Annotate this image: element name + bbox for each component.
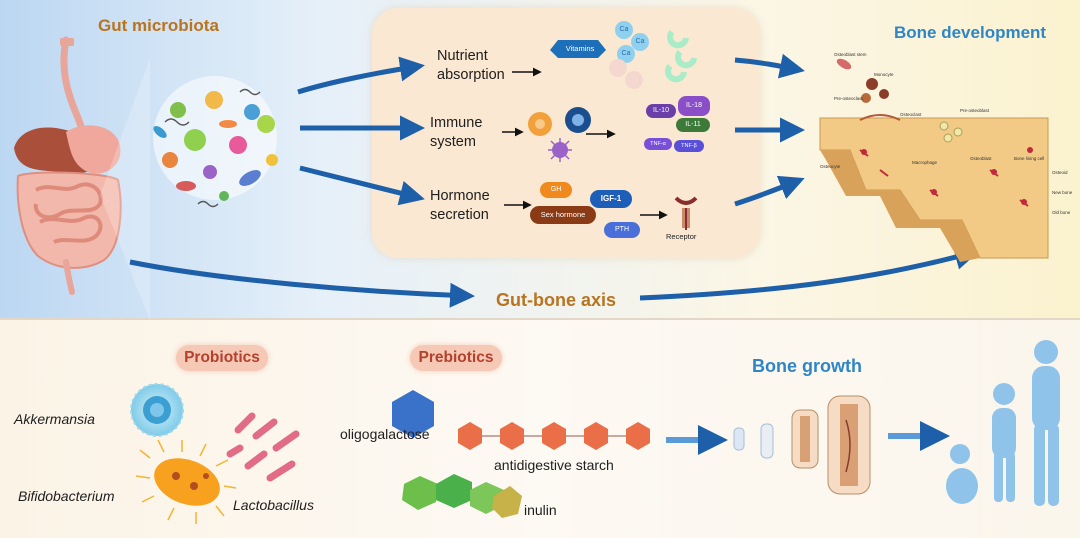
immune-system-label: Immune system — [430, 114, 482, 152]
oligogalactose-icon — [392, 390, 434, 438]
nutrient-icons — [550, 21, 697, 89]
bone-remodeling-icon — [819, 58, 1049, 262]
antidigestive-starch-icon — [458, 422, 650, 450]
new-bone-label: New bone — [1052, 190, 1073, 195]
bone-growth-icon — [733, 395, 871, 495]
hormone-line-2: secretion — [430, 207, 489, 223]
inulin-label: inulin — [524, 502, 557, 518]
osteoclast-label: Osteoclast — [900, 112, 922, 117]
bifidobacterium-icon — [135, 439, 237, 524]
human-growth-icon — [946, 340, 1060, 506]
bone-development-title: Bone development — [894, 23, 1047, 42]
pre-osteoblast-label: Pre-osteoblast — [960, 108, 990, 113]
tnf-beta-chip: TNF-β — [674, 140, 704, 152]
bifidobacterium-label: Bifidobacterium — [18, 488, 115, 504]
bone-growth-title: Bone growth — [752, 356, 862, 376]
pre-osteoclast-label: Pre-osteoclast — [834, 96, 863, 101]
ca-label-1: Ca — [619, 26, 629, 33]
nutrient-line-2: absorption — [437, 67, 505, 83]
nutrient-line-1: Nutrient — [437, 48, 488, 64]
gut-bone-axis-title: Gut-bone axis — [496, 290, 617, 310]
nutrient-absorption-label: Nutrient absorption — [437, 47, 505, 85]
antidigestive-starch-label: antidigestive starch — [494, 457, 614, 473]
il10-chip: IL-10 — [646, 104, 676, 118]
immune-line-1: Immune — [430, 115, 483, 131]
lactobacillus-icon — [226, 412, 300, 482]
microbiota-cluster-icon — [153, 76, 278, 208]
bone-lining-cell-label: Bone lining cell — [1014, 156, 1045, 161]
osteocyte-label: Osteocyte — [820, 164, 841, 169]
osteoblast-stem-label: Osteoblast stem — [834, 52, 867, 57]
il11-chip: IL-11 — [676, 118, 710, 132]
pathway-arrows — [129, 53, 980, 308]
prebiotics-pill: Prebiotics — [410, 345, 502, 371]
macrophage-label: Macrophage — [912, 160, 938, 165]
receptor-label: Receptor — [666, 232, 697, 241]
vitamins-label: Vitamins — [565, 44, 595, 53]
inulin-icon — [402, 474, 522, 518]
hormone-secretion-label: Hormone secretion — [430, 187, 490, 225]
igf1-chip: IGF-1 — [590, 190, 632, 208]
ca-label-2: Ca — [635, 38, 645, 45]
hormone-line-1: Hormone — [430, 188, 490, 204]
receptor-icon — [674, 196, 698, 230]
immune-cell-icons — [528, 107, 591, 162]
inner-arrows — [502, 67, 668, 220]
gut-microbiota-title: Gut microbiota — [98, 16, 219, 35]
digestive-system-icon — [14, 36, 122, 295]
pth-chip: PTH — [604, 222, 640, 238]
osteoid-label: Osteoid — [1052, 170, 1068, 175]
osteoblast-label: Osteoblast — [970, 156, 992, 161]
growth-arrows — [666, 421, 950, 455]
oligogalactose-label: oligogalactose — [340, 426, 430, 442]
ca-label-3: Ca — [621, 50, 631, 57]
akkermansia-label: Akkermansia — [14, 411, 95, 427]
akkermansia-icon — [130, 383, 184, 437]
lactobacillus-label: Lactobacillus — [233, 497, 314, 513]
il18-chip: IL-18 — [678, 96, 710, 116]
immune-line-2: system — [430, 134, 476, 150]
monocyte-label: Monocyte — [874, 72, 894, 77]
old-bone-label: Old bone — [1052, 210, 1071, 215]
tnf-alpha-chip: TNF-α — [644, 138, 672, 150]
probiotics-pill: Probiotics — [176, 345, 268, 371]
sex-hormone-chip: Sex hormone — [530, 206, 596, 224]
gh-chip: GH — [540, 182, 572, 198]
